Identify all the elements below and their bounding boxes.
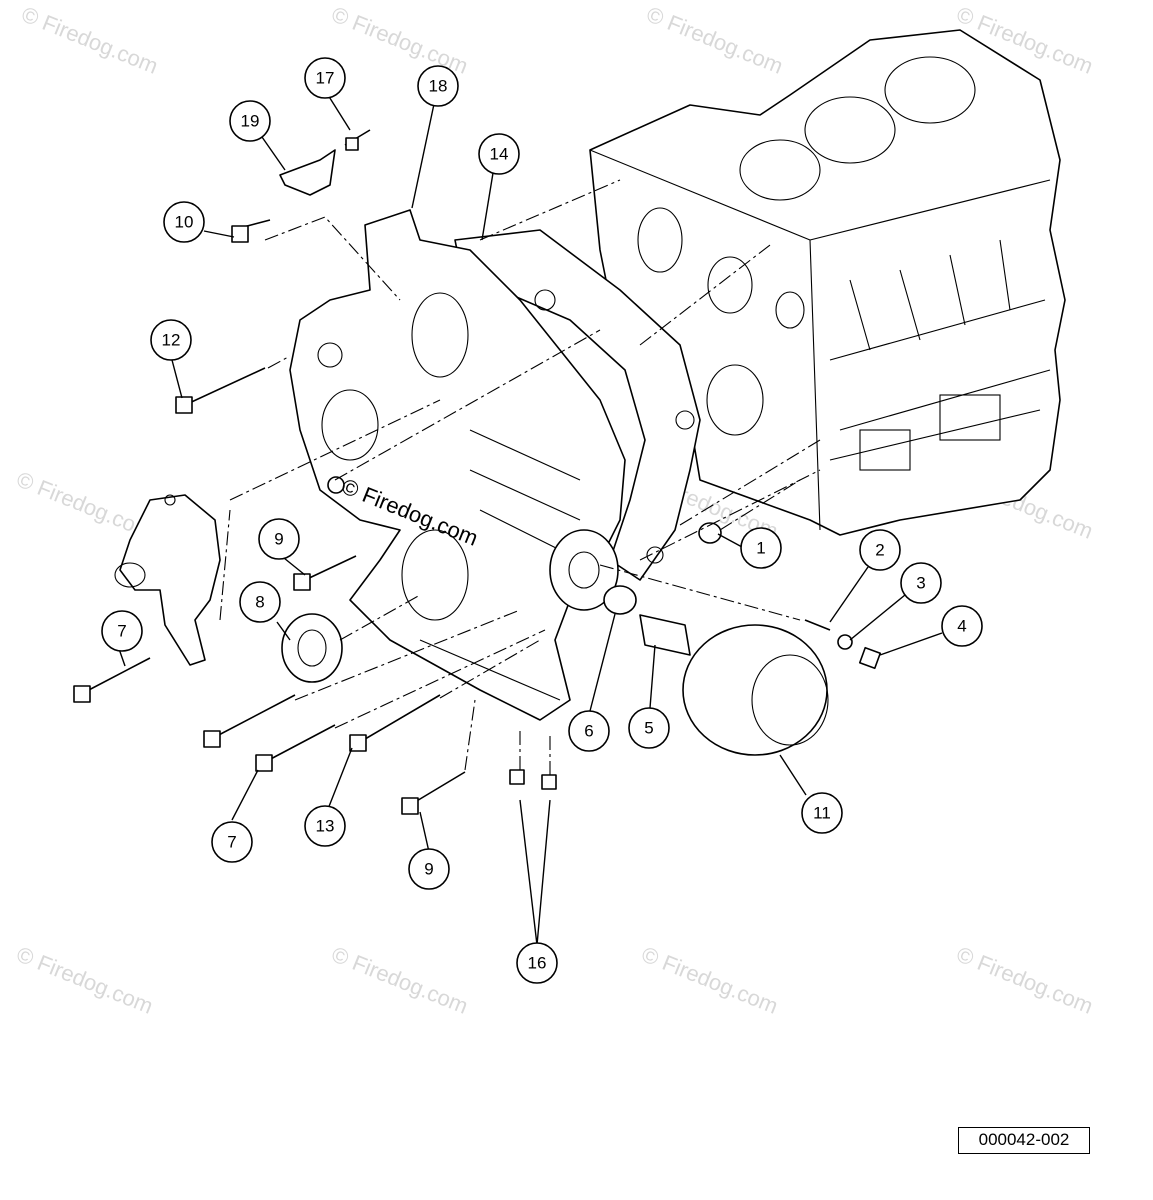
callout-10: 10 [163,201,205,243]
callout-circle [516,942,558,984]
oil-filter [639,614,829,756]
callout-label: 4 [957,617,966,636]
callout-circle [417,65,459,107]
callout-14: 14 [478,133,520,175]
reference-code: 000042-002 [958,1127,1090,1154]
gear-case [289,209,626,721]
callout-label: 19 [241,112,260,131]
engine-block [589,29,1066,536]
watermark-text: © Firedog.com [328,1,471,78]
callout-circle [101,610,143,652]
callout-label: 9 [274,530,283,549]
callout-12: 12 [150,319,192,361]
callout-circle [258,518,300,560]
bolts [73,129,466,815]
callout-18: 18 [417,65,459,107]
callout-circle [229,100,271,142]
callout-label: 7 [227,833,236,852]
callout-6: 6 [568,710,610,752]
callout-11: 11 [801,792,843,834]
callout-circle [478,133,520,175]
callout-9-upper: 9 [258,518,300,560]
callout-16: 16 [516,942,558,984]
callout-circle [801,792,843,834]
callout-label: 6 [584,722,593,741]
callout-circle [150,319,192,361]
callouts: 1 2 3 4 5 6 7 7 8 9 9 10 11 12 13 14 16 … [101,57,983,984]
callout-label: 12 [162,331,181,350]
callout-label: 11 [813,804,831,823]
callout-circle [304,805,346,847]
callout-label: 14 [490,145,509,164]
callout-label: 18 [429,77,448,96]
callout-circle [900,562,942,604]
callout-label: 16 [528,954,547,973]
callout-circle [163,201,205,243]
assembly-lines [219,179,821,775]
callout-9-lower: 9 [408,848,450,890]
callout-circle [941,605,983,647]
callout-label: 10 [175,213,194,232]
small-parts [279,149,882,790]
callout-1: 1 [740,527,782,569]
callout-7-left: 7 [101,610,143,652]
callout-label: 8 [255,593,264,612]
callout-label: 9 [424,860,433,879]
watermark-text: © Firedog.com [953,941,1096,1018]
water-pump [114,494,221,666]
callout-8: 8 [239,581,281,623]
callout-circle [568,710,610,752]
callout-circle [304,57,346,99]
callout-19: 19 [229,100,271,142]
callout-circle [859,529,901,571]
callout-circle [408,848,450,890]
callout-label: 3 [916,574,925,593]
watermark-text: © Firedog.com [328,941,471,1018]
callout-label: 7 [117,622,126,641]
watermark-text: © Firedog.com [643,1,786,78]
callout-label: 2 [875,541,884,560]
watermark-text: © Firedog.com [13,941,156,1018]
gasket [454,229,701,581]
watermark-text: © Firedog.com [18,1,161,78]
callout-circle [211,821,253,863]
callout-17: 17 [304,57,346,99]
callout-circle [239,581,281,623]
callout-label: 13 [316,817,335,836]
callout-5: 5 [628,707,670,749]
callout-3: 3 [900,562,942,604]
callout-circle [628,707,670,749]
callout-circle [740,527,782,569]
watermark-text: © Firedog.com [638,941,781,1018]
callout-4: 4 [941,605,983,647]
callout-13: 13 [304,805,346,847]
callout-2: 2 [859,529,901,571]
callout-7-bottom: 7 [211,821,253,863]
callout-label: 17 [316,69,335,88]
callout-label: 5 [644,719,653,738]
callout-label: 1 [756,539,765,558]
